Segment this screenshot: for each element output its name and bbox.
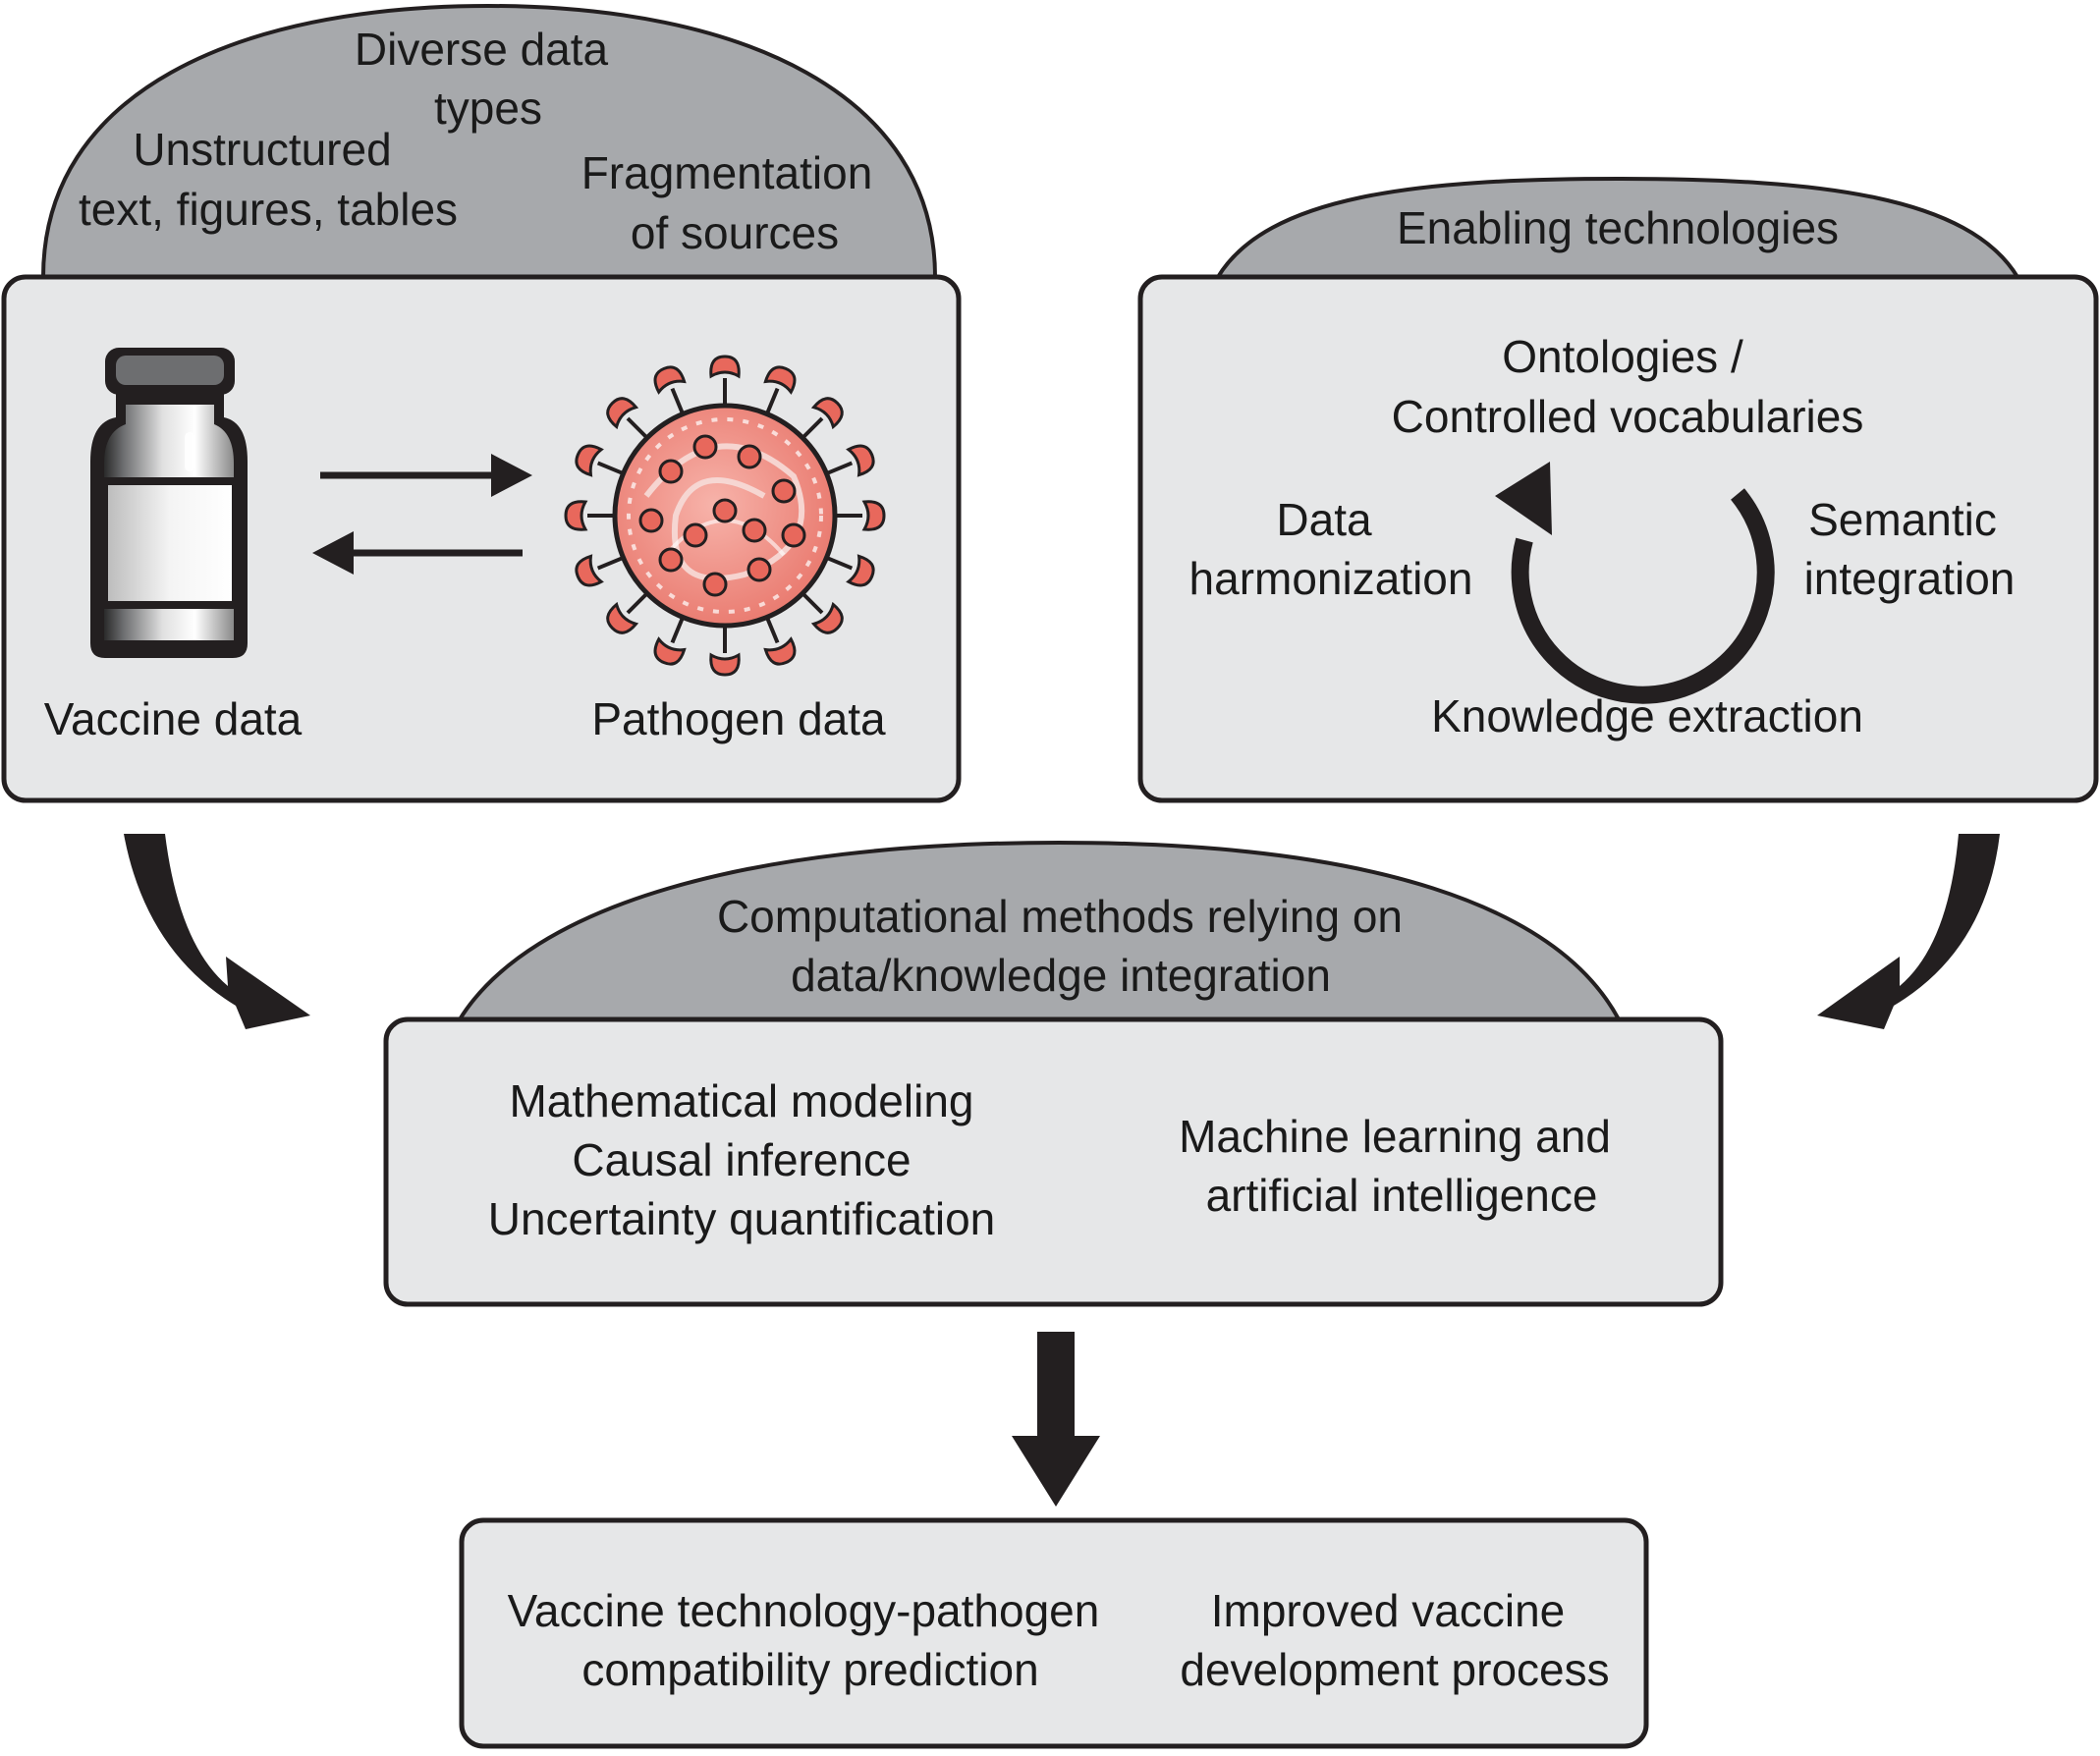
virus-nucleoprotein [771, 478, 797, 504]
methods-left-line3: Uncertainty quantification [488, 1193, 996, 1244]
outcomes-box [459, 1517, 1649, 1749]
methods-right-line1: Machine learning and [1179, 1111, 1611, 1162]
virus-spike-head [810, 601, 844, 634]
fragmentation-line1: Fragmentation [581, 147, 873, 198]
outcomes-left-line2: compatibility prediction [581, 1644, 1038, 1695]
fragmentation-line2: of sources [631, 207, 839, 258]
enabling-dome [1214, 176, 2021, 279]
harmonization-line1: Data [1276, 494, 1372, 545]
unstructured-line1: Unstructured [133, 124, 391, 175]
virus-spike-head [763, 365, 797, 395]
virus-nucleoprotein [702, 572, 728, 597]
virus-spike-head [846, 444, 875, 477]
virus-nucleoprotein [638, 508, 664, 533]
methods-box [383, 1016, 1724, 1307]
virus-spike-head [763, 636, 797, 666]
vaccine-vial-icon [90, 348, 248, 658]
virus-spike-head [564, 500, 588, 531]
methods-left-line1: Mathematical modeling [509, 1075, 973, 1126]
left-curved-arrow [124, 834, 310, 1029]
methods-dome [456, 840, 1623, 1021]
virus-nucleoprotein [658, 547, 684, 573]
pathogen-data-label: Pathogen data [591, 693, 886, 744]
unstructured-line2: text, figures, tables [79, 184, 458, 235]
virus-nucleoprotein [742, 518, 767, 543]
outcomes-left-line1: Vaccine technology-pathogen [508, 1585, 1100, 1636]
semantic-line2: integration [1804, 553, 2016, 604]
virus-spike-head [653, 636, 687, 666]
virus-spike-head [709, 355, 741, 379]
virus-nucleoprotein [712, 498, 738, 523]
methods-right-line2: artificial intelligence [1206, 1170, 1598, 1221]
ontologies-line2: Controlled vocabularies [1392, 391, 1864, 442]
virus-spike-head [861, 500, 886, 531]
virus-nucleoprotein [658, 459, 684, 484]
methods-title-line1: Computational methods relying on [717, 891, 1403, 942]
vaccine-data-label: Vaccine data [44, 693, 303, 744]
virus-nucleoprotein [692, 434, 718, 460]
virus-membrane [627, 417, 823, 614]
diverse-data-line1: Diverse data [355, 24, 609, 75]
semantic-line1: Semantic [1808, 494, 1997, 545]
virus-nucleoprotein [737, 444, 762, 469]
virus-nucleoprotein [746, 557, 772, 582]
right-curved-arrow [1817, 834, 2000, 1029]
diverse-data-line2: types [434, 82, 542, 134]
virus-spike-head [606, 397, 639, 430]
virus-icon [564, 355, 886, 677]
virus-nucleoprotein [781, 522, 806, 548]
outcomes-right-line1: Improved vaccine [1211, 1585, 1566, 1636]
exchange-arrows [312, 454, 532, 575]
down-arrow [1012, 1332, 1100, 1507]
harmonization-line2: harmonization [1189, 553, 1473, 604]
cycle-arrow-icon [1495, 462, 1775, 704]
ontologies-line1: Ontologies / [1502, 331, 1743, 382]
outcomes-right-line2: development process [1180, 1644, 1609, 1695]
methods-title-line2: data/knowledge integration [791, 950, 1331, 1001]
virus-spike-head [606, 601, 639, 634]
virus-spike-head [575, 554, 604, 587]
virus-spike-head [810, 397, 844, 430]
virus-spike-head [653, 365, 687, 395]
virus-spike-head [846, 554, 875, 587]
methods-left-line2: Causal inference [572, 1134, 911, 1185]
virus-nucleoprotein [683, 522, 708, 548]
virus-spike-head [575, 444, 604, 477]
virus-spike-head [709, 652, 741, 677]
enabling-title: Enabling technologies [1397, 202, 1839, 253]
data-challenges-dome [40, 3, 938, 279]
enabling-box [1137, 274, 2099, 803]
